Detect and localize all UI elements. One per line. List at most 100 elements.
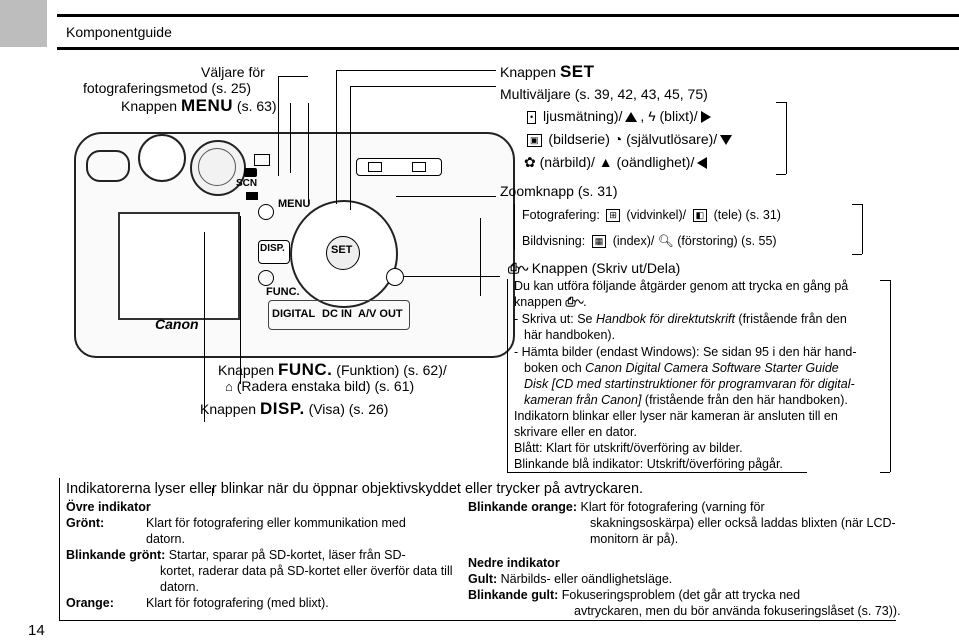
upper-indicator-title: Övre indikator bbox=[66, 500, 151, 514]
print-bracket-right-bottom bbox=[880, 472, 890, 473]
print-line-4: här handboken). bbox=[524, 328, 616, 342]
menu-prefix: Knappen bbox=[121, 98, 178, 114]
connector-dcin: DC IN bbox=[322, 308, 352, 320]
multi-line-3: ✿ (närbild)/ ▲ (oändlighet)/ bbox=[524, 154, 710, 171]
camera-mode-icon bbox=[244, 168, 257, 177]
section-title: Komponentguide bbox=[66, 24, 172, 40]
scn-label: SCN bbox=[236, 178, 258, 189]
zoom-shoot-c: (tele) (s. 31) bbox=[713, 208, 781, 222]
leader-disp bbox=[204, 232, 205, 422]
blink-yellow-text-2: avtryckaren, men du bör använda fokuseri… bbox=[574, 604, 901, 618]
multi-line-1a: ljusmätning)/ bbox=[543, 108, 623, 124]
movie-icon bbox=[246, 192, 258, 200]
yellow-label: Gult: bbox=[468, 572, 498, 586]
green-row: Grönt: bbox=[66, 516, 104, 530]
blink-yellow-row: Blinkande gult: Fokuseringsproblem (det … bbox=[468, 588, 800, 602]
multi-line-2a: (bildserie) bbox=[548, 131, 610, 147]
tele-icon bbox=[412, 162, 426, 172]
menu-icon: MENU bbox=[180, 96, 234, 115]
zoom-view-a: Bildvisning: bbox=[522, 234, 586, 248]
header-rule-top bbox=[57, 14, 959, 17]
set-icon: SET bbox=[559, 62, 595, 81]
print-share-button bbox=[386, 268, 404, 286]
multi-bracket-top bbox=[776, 102, 786, 103]
print-bracket-right-top bbox=[880, 280, 890, 281]
zoom-bracket-bottom bbox=[852, 254, 862, 255]
lcd-monitor bbox=[118, 212, 240, 320]
print-line-12: Blinkande blå indikator: Utskrift/överfö… bbox=[514, 457, 783, 471]
wide-angle-icon: ⊞ bbox=[606, 209, 620, 223]
multi-bracket bbox=[786, 102, 787, 174]
print-line-3b: Handbok för direktutskrift bbox=[595, 312, 735, 326]
leader-mode-dial bbox=[278, 76, 279, 176]
disp-prefix: Knappen bbox=[200, 401, 257, 417]
playback-icon bbox=[254, 154, 270, 166]
multi-line-1: • ljusmätning)/, ϟ (blixt)/ bbox=[524, 108, 714, 124]
macro-icon: ✿ bbox=[524, 154, 536, 170]
page-number: 14 bbox=[28, 622, 45, 639]
set-prefix: Knappen bbox=[500, 64, 557, 80]
disp-ref: (Visa) (s. 26) bbox=[308, 401, 389, 417]
blink-orange-text-3: monitorn är på). bbox=[590, 532, 679, 546]
blink-green-row: Blinkande grönt: Startar, sparar på SD-k… bbox=[66, 548, 406, 562]
print-line-11: Blått: Klart för utskrift/överföring av … bbox=[514, 441, 743, 455]
menu-button bbox=[258, 204, 274, 220]
blink-yellow-label: Blinkande gult: bbox=[468, 588, 559, 602]
print-line-8a: kameran från Canon] bbox=[524, 393, 642, 407]
down-arrow-icon bbox=[720, 135, 733, 146]
right-arrow-icon bbox=[700, 111, 711, 124]
mode-dial-label-1: Väljare för bbox=[201, 64, 265, 80]
zoom-playback: Bildvisning: ▦ (index)/ 🔍︎ (förstoring) … bbox=[522, 234, 777, 249]
disp-button bbox=[258, 240, 290, 264]
leader-print bbox=[480, 218, 481, 296]
multi-line-2b: (självutlösare)/ bbox=[626, 131, 718, 147]
camera-func-label: FUNC. bbox=[266, 286, 300, 298]
wide-icon bbox=[368, 162, 382, 172]
func-icon: FUNC. bbox=[277, 360, 333, 379]
camera-set-label: SET bbox=[331, 244, 353, 256]
connector-cover bbox=[268, 300, 410, 330]
blink-green-text-1: Startar, sparar på SD-kortet, läser från… bbox=[168, 548, 406, 562]
print-line-6a: boken och bbox=[524, 361, 582, 375]
leader-print-h bbox=[404, 276, 500, 277]
blink-green-text-2: kortet, raderar data på SD-kortet eller … bbox=[160, 564, 453, 578]
camera-menu-label: MENU bbox=[278, 198, 311, 210]
disp-icon: DISP. bbox=[259, 399, 305, 418]
self-timer-icon: ◔ bbox=[613, 131, 623, 147]
multi-selector-label: Multiväljare (s. 39, 42, 43, 45, 75) bbox=[500, 86, 708, 102]
func-prefix: Knappen bbox=[218, 362, 275, 378]
print-line-3c: (fristående från den bbox=[738, 312, 847, 326]
connector-avout: A/V OUT bbox=[358, 308, 403, 320]
leader-indicator bbox=[212, 488, 213, 496]
print-share-inline-icon: ⎙∿ bbox=[565, 295, 584, 309]
blink-orange-text-1: Klart för fotografering (varning för bbox=[580, 500, 765, 514]
print-line-2-text: knappen bbox=[514, 295, 562, 309]
orange-text: Klart för fotografering (med blixt). bbox=[146, 596, 329, 610]
leader-mode-dial-h bbox=[278, 76, 308, 77]
zoom-bracket-left bbox=[514, 204, 515, 250]
print-line-7: Disk [CD med startinstruktioner för prog… bbox=[524, 377, 855, 391]
print-line-8: kameran från Canon] (fristående från den… bbox=[524, 393, 848, 407]
menu-ref: (s. 63) bbox=[236, 98, 277, 114]
print-title-text: Knappen (Skriv ut/Dela) bbox=[531, 260, 681, 276]
print-title: ⎙∿ Knappen (Skriv ut/Dela) bbox=[508, 260, 680, 277]
green-text-2: datorn. bbox=[146, 532, 185, 546]
up-arrow-icon bbox=[625, 112, 638, 123]
zoom-bracket bbox=[862, 204, 863, 254]
erase-label: ⌂ (Radera enstaka bild) (s. 61) bbox=[225, 378, 414, 394]
erase-ref: (Radera enstaka bild) (s. 61) bbox=[236, 378, 415, 394]
set-button bbox=[326, 236, 360, 270]
multi-bracket-bottom bbox=[776, 174, 786, 175]
print-bracket-left bbox=[507, 279, 508, 473]
continuous-icon: ▣ bbox=[527, 133, 542, 147]
indicator-intro: Indikatorerna lyser eller blinkar när du… bbox=[66, 481, 644, 497]
shutter-ring bbox=[138, 134, 186, 182]
print-line-5: - Hämta bilder (endast Windows): Se sida… bbox=[514, 345, 857, 359]
leader-multi-h bbox=[350, 86, 496, 87]
header-rule-bottom bbox=[57, 47, 959, 50]
blink-green-label: Blinkande grönt: bbox=[66, 548, 166, 562]
menu-label: Knappen MENU (s. 63) bbox=[121, 96, 277, 116]
green-text-1: Klart för fotografering eller kommunikat… bbox=[146, 516, 406, 530]
multi-line-1b: , bbox=[640, 108, 645, 124]
flash-icon: ϟ bbox=[648, 108, 656, 124]
